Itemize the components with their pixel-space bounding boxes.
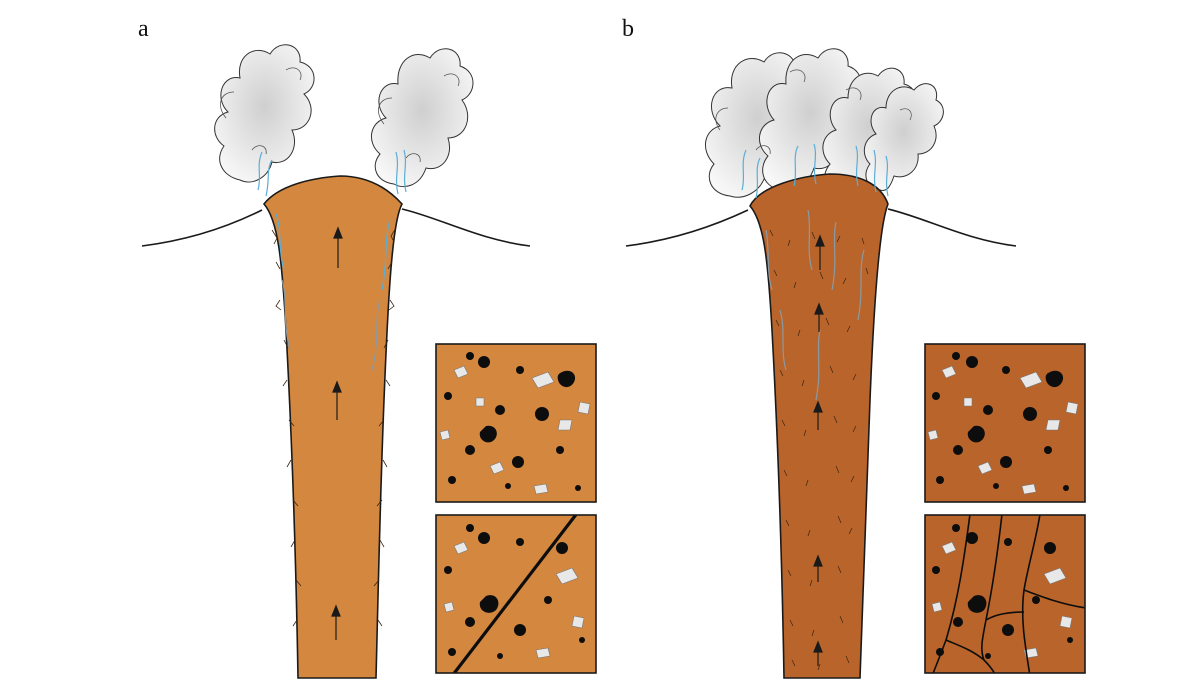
gas-streaks-b [741, 143, 889, 401]
gas-plume-cluster-b [705, 48, 944, 198]
flow-arrows-b [813, 234, 825, 666]
inset-a-top-texture [439, 352, 591, 495]
panel-a: a [138, 16, 597, 679]
inset-a-bottom [435, 514, 597, 674]
ground-surface-b [625, 208, 1017, 247]
gas-plume-left-a [214, 44, 315, 183]
magma-conduit-b [749, 173, 889, 679]
panel-a-label: a [138, 16, 149, 42]
inset-b-top [924, 343, 1086, 503]
inset-a-bottom-texture [443, 515, 585, 673]
shear-fracture-a [452, 515, 578, 673]
internal-fractures-b [769, 229, 869, 671]
panel-b-label: b [622, 16, 634, 42]
gas-streaks-a [257, 149, 407, 371]
fracture-network-b [932, 515, 1085, 673]
inset-b-bottom-texture [931, 515, 1085, 673]
inset-b-top-texture [927, 352, 1079, 495]
flow-arrows-a [331, 226, 343, 640]
wall-fractures-a [271, 227, 397, 627]
magma-conduit-a [262, 175, 403, 679]
inset-a-top [435, 343, 597, 503]
gas-plume-right-a [371, 48, 474, 188]
panel-b: b [622, 16, 1086, 679]
inset-b-bottom [924, 514, 1086, 674]
ground-surface-a [141, 208, 531, 247]
